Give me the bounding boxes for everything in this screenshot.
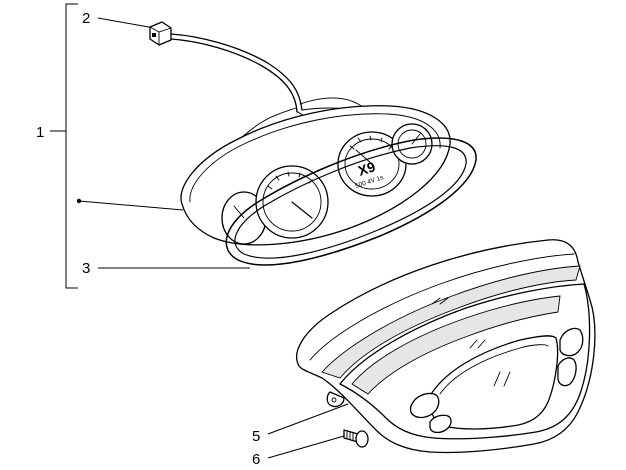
- leader-line-6: [267, 435, 345, 459]
- callout-label-6: 6: [252, 451, 260, 468]
- screw-head: [355, 430, 369, 448]
- indicator-pod-left-upper: [409, 392, 440, 419]
- cover-rim-band: [321, 265, 581, 379]
- callout-label-1: 1: [36, 124, 44, 141]
- lower-cover: [296, 239, 596, 454]
- lens-ring-inner: [234, 145, 467, 259]
- indicator-pod-right-lower: [557, 357, 577, 387]
- assembly-bracket: [65, 3, 78, 289]
- callout-label-2: 2: [82, 10, 90, 27]
- lens-ring-outer: [225, 137, 477, 266]
- dial-logo: X9: [356, 158, 377, 179]
- callout-group: 1 2 3 5 6: [36, 3, 349, 468]
- leader-line-5: [267, 403, 349, 435]
- indicator-pod-left-lower: [429, 414, 452, 434]
- cover-upper-window: [351, 295, 561, 395]
- leader-line-assembly: [78, 200, 184, 211]
- connector-plug: [149, 21, 172, 46]
- screw: [343, 429, 369, 448]
- indicator-pod-right-upper: [559, 327, 584, 357]
- leader-line-2: [97, 17, 155, 29]
- callout-label-3: 3: [82, 260, 90, 277]
- lens-ring: [225, 137, 477, 266]
- callout-label-5: 5: [252, 428, 260, 445]
- instrument-cluster-assembly: X9 500 4V 1s: [180, 105, 451, 246]
